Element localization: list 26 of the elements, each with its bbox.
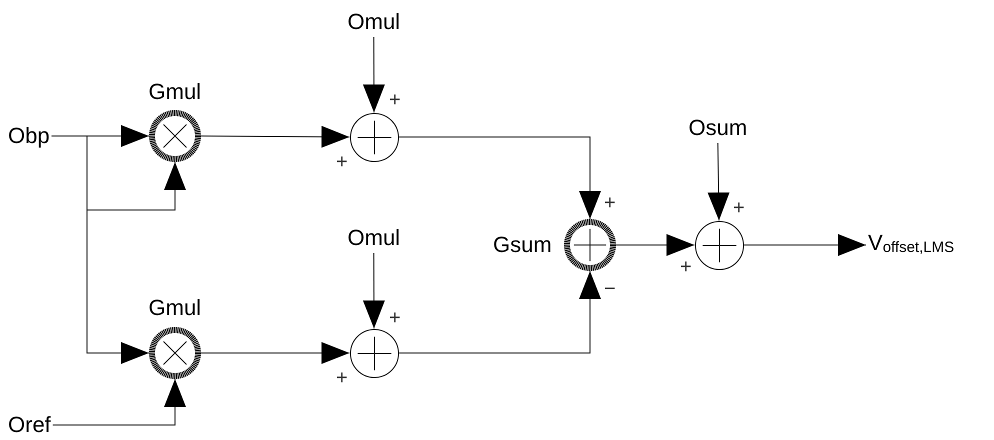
signal-label: Omul [348,9,400,35]
signal-label: Osum [688,115,748,141]
arrow [200,342,350,364]
arrow [51,136,150,364]
arrow [616,234,695,256]
arrow [398,270,601,354]
arrow [52,378,186,426]
arrow [743,234,866,256]
summing-junction [350,328,398,378]
summing-junction [694,220,744,270]
summing-junction [350,112,398,162]
block-label: Gsum [493,232,552,258]
block-label: Gmul [148,79,202,105]
multiplier-circle [149,110,201,162]
signal-label: Oref [8,412,51,438]
summing-junction [564,219,616,271]
signal-label: Obp [8,123,50,149]
block-label: Gmul [148,295,202,321]
arrow [398,136,601,220]
arrow [362,252,385,329]
arrow [200,126,350,148]
signal-label: Omul [348,225,400,251]
arrow [362,36,385,113]
multiplier-circle [149,327,201,379]
signal-label: V$_{offset,LMS}$ [868,230,954,260]
arrow [708,142,730,221]
